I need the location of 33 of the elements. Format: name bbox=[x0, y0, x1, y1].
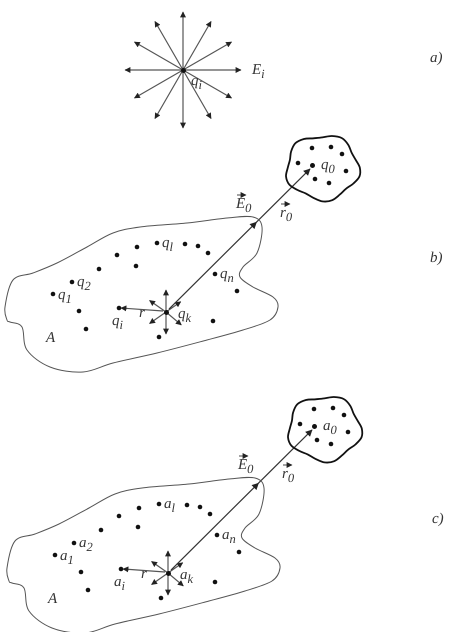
charge-label: q$_{i}$ bbox=[191, 73, 202, 93]
charge-label: a$_{n}$ bbox=[222, 527, 236, 547]
charge-label: q$_{2}$ bbox=[77, 274, 91, 294]
charge-label: q$_{i}$ bbox=[112, 313, 123, 333]
charge-label: a$_{i}$ bbox=[114, 574, 125, 594]
charge-cluster bbox=[286, 395, 364, 465]
charge-label: a$_{k}$ bbox=[180, 567, 194, 587]
panel-label: c) bbox=[432, 511, 444, 527]
field-vector-arrow bbox=[168, 168, 310, 310]
charge-label: q$_{0}$ bbox=[320, 156, 335, 177]
charge-region bbox=[5, 476, 282, 632]
region-label: A bbox=[48, 591, 58, 607]
charge-label: q$_{k}$ bbox=[178, 306, 192, 326]
charge-label: a$_{2}$ bbox=[79, 535, 93, 555]
charge-region bbox=[3, 215, 280, 374]
charge-label: q$_{n}$ bbox=[220, 266, 234, 286]
panel-label: a) bbox=[430, 50, 442, 66]
charge-label: a$_{0}$ bbox=[322, 418, 337, 438]
charge-label: a$_{1}$ bbox=[60, 548, 74, 568]
region-label: A bbox=[46, 330, 56, 346]
panel-label: b) bbox=[430, 250, 442, 266]
distance-label: r bbox=[139, 305, 145, 321]
vector-label: E$_{0}$ bbox=[238, 457, 254, 477]
distance-label: r bbox=[141, 566, 147, 582]
vector-label: r$_{0}$ bbox=[280, 205, 292, 225]
vector-label: E$_{0}$ bbox=[236, 196, 252, 216]
field-vector-arrow bbox=[170, 430, 312, 570]
vector-label: r$_{0}$ bbox=[282, 466, 294, 486]
charge-label: q$_{1}$ bbox=[58, 287, 72, 307]
vector-label: E$_{i}$ bbox=[252, 62, 265, 82]
charge-cluster bbox=[284, 134, 362, 204]
charge-label: q$_{l}$ bbox=[162, 235, 173, 255]
charge-label: a$_{l}$ bbox=[164, 496, 175, 516]
